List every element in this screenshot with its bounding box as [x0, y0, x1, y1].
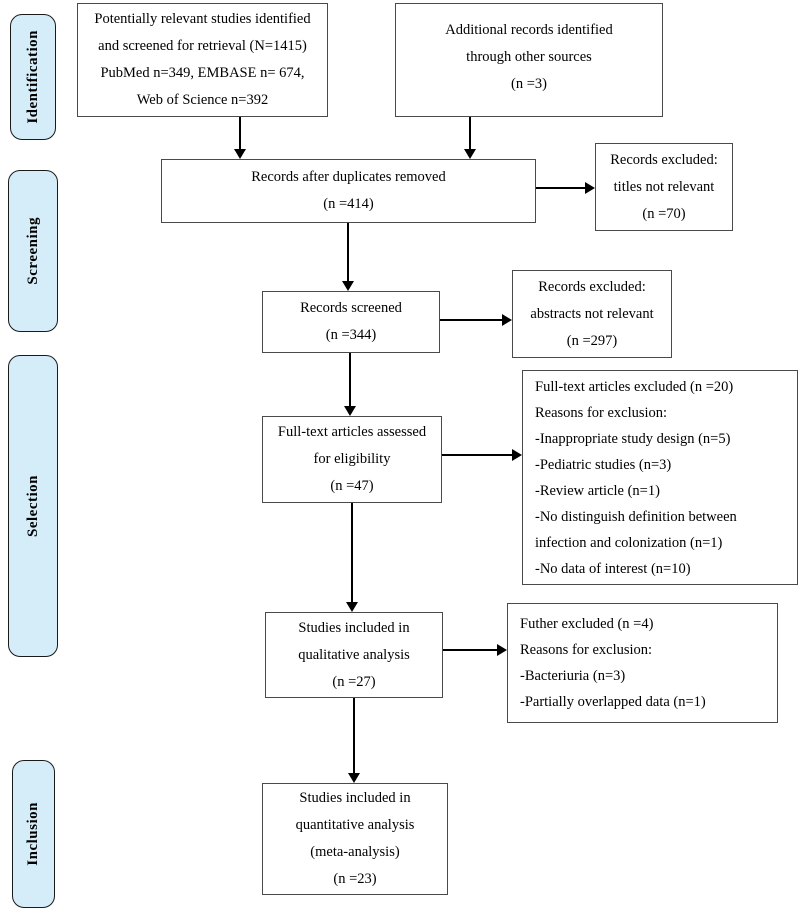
box-line: (n =47)	[330, 478, 374, 494]
box-line: Additional records identified	[445, 22, 613, 38]
arrow-screened-to-fulltext	[344, 353, 356, 416]
box-line: Potentially relevant studies identified	[94, 11, 311, 27]
box-records-screened: Records screened (n =344)	[262, 291, 440, 353]
stage-screening-label: Screening	[24, 217, 41, 285]
box-line: Studies included in	[299, 790, 411, 806]
box-line: Studies included in	[298, 619, 410, 636]
box-additional-records: Additional records identified through ot…	[395, 3, 663, 117]
box-excluded-titles: Records excluded: titles not relevant (n…	[595, 143, 733, 231]
arrow-identified-to-duplicates	[234, 117, 246, 159]
box-line: Records after duplicates removed	[251, 169, 446, 185]
box-line: Records screened	[300, 300, 402, 316]
box-line: through other sources	[466, 49, 592, 65]
box-line: -Inappropriate study design (n=5)	[535, 430, 731, 447]
box-identified-records: Potentially relevant studies identified …	[77, 3, 328, 117]
box-further-excluded: Futher excluded (n =4) Reasons for exclu…	[507, 603, 778, 723]
box-line: (n =3)	[511, 76, 547, 92]
arrow-qualitative-to-further-excluded	[443, 644, 507, 656]
stage-inclusion-label: Inclusion	[25, 802, 41, 866]
box-line: Reasons for exclusion:	[535, 404, 668, 421]
box-line: -No data of interest (n=10)	[535, 560, 691, 577]
box-line: (n =27)	[332, 673, 376, 690]
arrow-fulltext-to-qualitative	[346, 503, 358, 612]
box-line: -No distinguish definition between	[535, 508, 737, 525]
box-qualitative-included: Studies included in qualitative analysis…	[265, 612, 443, 698]
box-line: (meta-analysis)	[310, 844, 400, 860]
box-line: (n =23)	[333, 871, 377, 887]
box-line: Full-text articles excluded (n =20)	[535, 378, 734, 395]
stage-selection: Selection	[8, 355, 58, 657]
box-line: -Bacteriuria (n=3)	[520, 668, 626, 684]
box-line: titles not relevant	[613, 178, 715, 195]
box-line: Futher excluded (n =4)	[520, 616, 654, 632]
box-fulltext-excluded: Full-text articles excluded (n =20) Reas…	[522, 370, 798, 585]
arrow-duplicates-to-excluded-titles	[536, 182, 595, 194]
box-line: (n =70)	[642, 205, 686, 222]
arrow-duplicates-to-screened	[342, 223, 354, 291]
arrow-qualitative-to-quantitative	[348, 698, 360, 783]
box-line: -Partially overlapped data (n=1)	[520, 694, 706, 710]
stage-identification: Identification	[10, 14, 56, 140]
box-line: (n =344)	[325, 327, 377, 343]
stage-identification-label: Identification	[24, 30, 41, 124]
box-quantitative-included: Studies included in quantitative analysi…	[262, 783, 448, 895]
box-line: and screened for retrieval (N=1415)	[98, 38, 307, 54]
arrow-fulltext-to-fulltext-excluded	[442, 449, 522, 461]
box-line: Web of Science n=392	[136, 92, 269, 108]
stage-screening: Screening	[8, 170, 58, 332]
box-line: PubMed n=349, EMBASE n= 674,	[100, 65, 305, 81]
arrow-screened-to-excluded-abstracts	[440, 314, 512, 326]
arrow-additional-to-duplicates	[464, 117, 476, 159]
box-line: -Pediatric studies (n=3)	[535, 456, 672, 473]
box-line: (n =414)	[323, 196, 374, 212]
box-line: -Review article (n=1)	[535, 482, 660, 499]
box-line: Records excluded:	[610, 151, 718, 168]
box-excluded-abstracts: Records excluded: abstracts not relevant…	[512, 270, 672, 358]
box-line: abstracts not relevant	[530, 305, 654, 322]
box-line: Full-text articles assessed	[277, 424, 427, 440]
box-line: Records excluded:	[538, 278, 646, 295]
box-line: Reasons for exclusion:	[520, 642, 653, 658]
box-line: quantitative analysis	[295, 817, 415, 833]
box-line: for eligibility	[313, 451, 391, 467]
stage-inclusion: Inclusion	[12, 760, 55, 908]
box-line: (n =297)	[566, 332, 618, 349]
box-line: qualitative analysis	[298, 646, 410, 663]
box-line: infection and colonization (n=1)	[535, 534, 723, 551]
stage-selection-label: Selection	[24, 475, 41, 537]
box-fulltext-assessed: Full-text articles assessed for eligibil…	[262, 416, 442, 503]
box-duplicates-removed: Records after duplicates removed (n =414…	[161, 159, 536, 223]
